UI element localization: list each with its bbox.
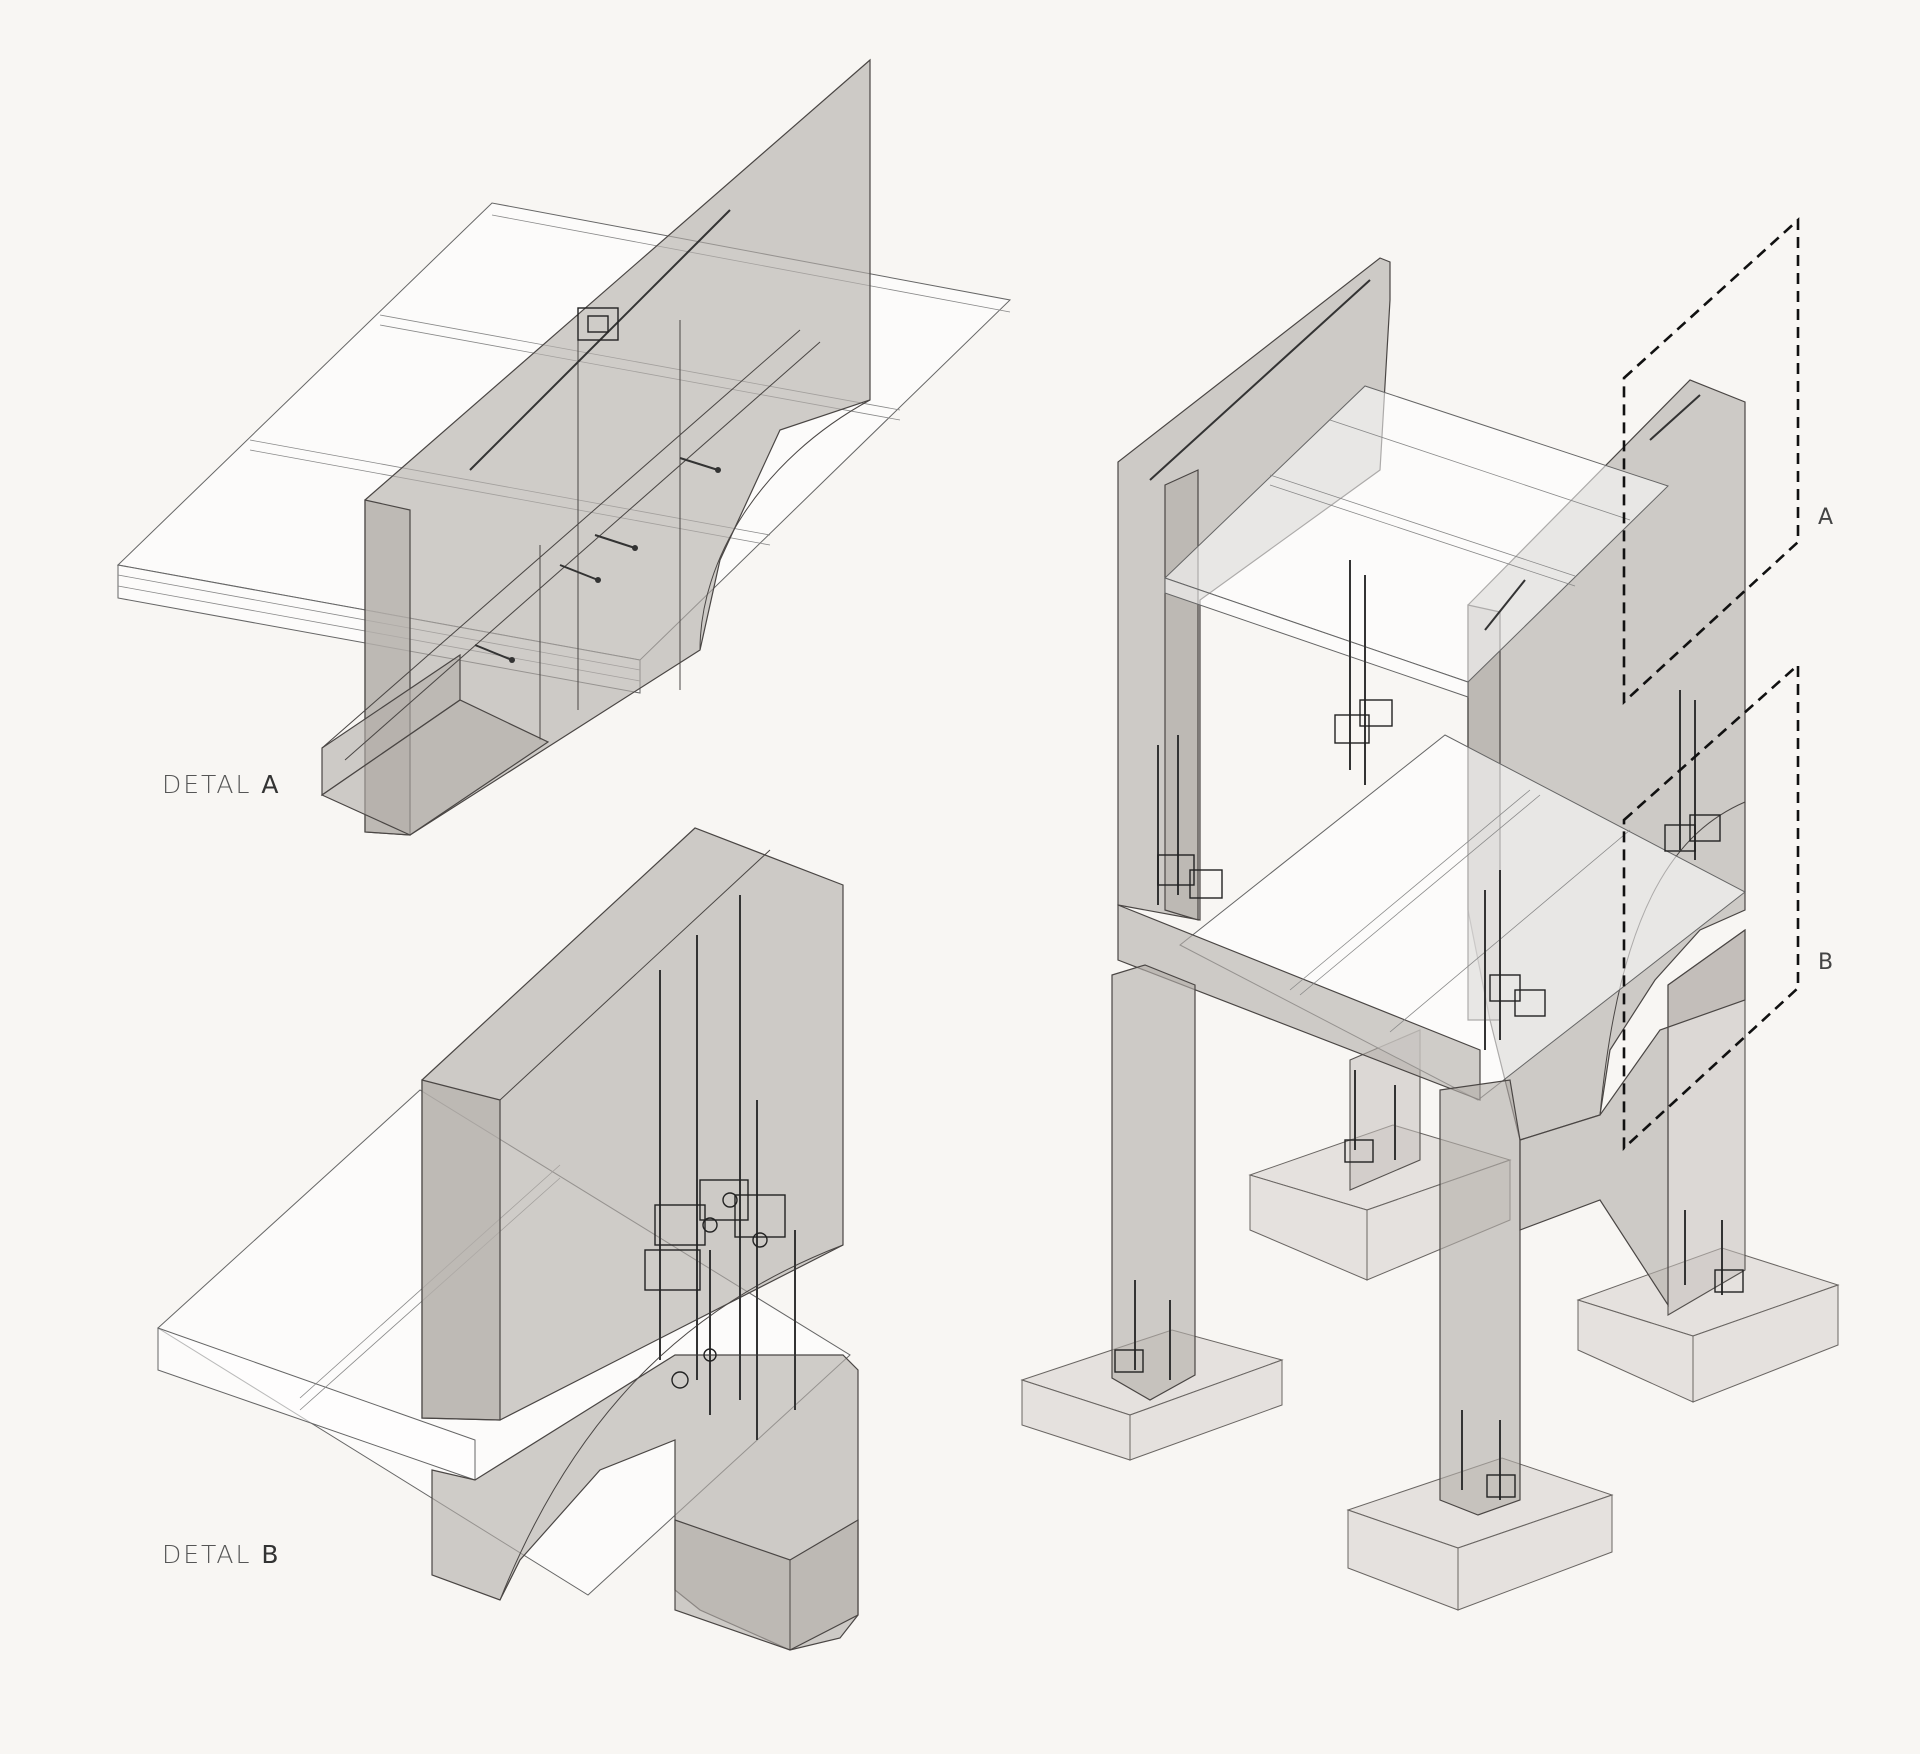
detail-a-label-prefix: DETAL xyxy=(162,770,252,799)
detail-b-label-letter: B xyxy=(261,1540,281,1569)
leg-front-right xyxy=(1519,928,1746,1308)
main-structure xyxy=(1020,217,1840,1611)
section-frame-b xyxy=(1622,662,1800,1151)
section-frame-a xyxy=(1622,217,1800,705)
leg-front-left xyxy=(1111,964,1196,1401)
detail-a-drawing xyxy=(116,58,1012,836)
detail-b-drawing xyxy=(157,827,859,1651)
detail-a-label-letter: A xyxy=(261,770,281,799)
detail-b-bracket xyxy=(654,1204,706,1246)
detail-b-label: DETAL B xyxy=(162,1540,281,1569)
detail-b-label-prefix: DETAL xyxy=(162,1540,252,1569)
detail-a-bracket xyxy=(577,307,619,341)
leg-front-center xyxy=(1439,1079,1521,1516)
section-a-label: A xyxy=(1818,505,1834,530)
detail-a-label: DETAL A xyxy=(162,770,280,799)
section-b-label: B xyxy=(1818,950,1834,975)
